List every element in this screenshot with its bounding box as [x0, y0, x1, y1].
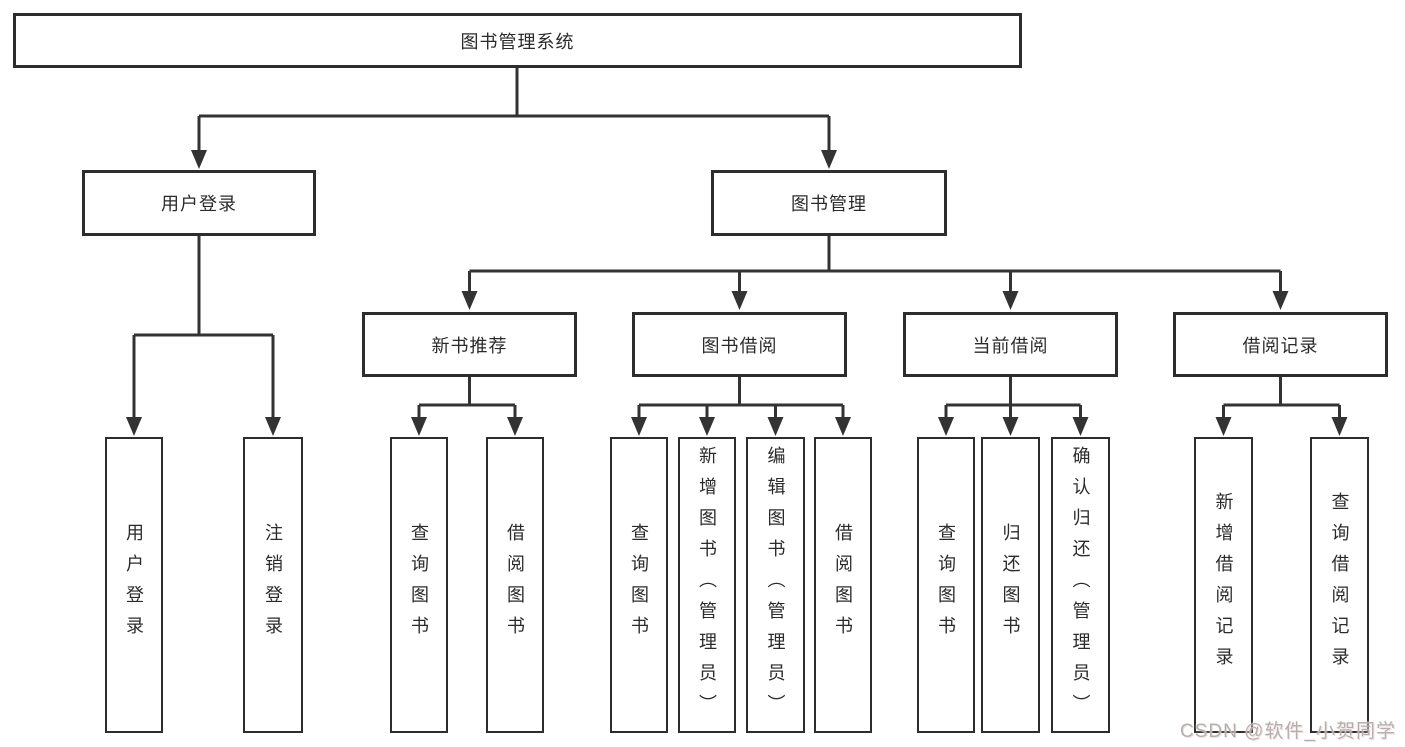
- leaf-add-borrow-record-label: 新增借阅记录: [1213, 492, 1234, 678]
- leaf-borrow-books-label: 借阅图书: [833, 523, 853, 647]
- node-book-management-label: 图书管理: [791, 194, 867, 214]
- leaf-query-books-recommend-label: 查询图书: [409, 523, 429, 647]
- leaf-borrow-books: 借阅图书: [814, 437, 872, 733]
- node-book-management: 图书管理: [711, 170, 947, 236]
- node-library-system-label: 图书管理系统: [460, 31, 575, 52]
- leaf-query-books-borrow: 查询图书: [610, 437, 668, 733]
- node-current-borrow: 当前借阅: [903, 312, 1118, 377]
- leaf-logout: 注销登录: [243, 437, 303, 733]
- leaf-add-books-admin: 新增图书（管理员）: [678, 437, 736, 733]
- node-current-borrow-label: 当前借阅: [972, 335, 1049, 356]
- leaf-borrow-books-recommend-label: 借阅图书: [505, 523, 525, 647]
- leaf-borrow-books-recommend: 借阅图书: [486, 437, 544, 733]
- leaf-user-login-label: 用户登录: [124, 523, 144, 647]
- leaf-add-borrow-record: 新增借阅记录: [1194, 437, 1253, 733]
- node-library-system: 图书管理系统: [13, 13, 1022, 68]
- leaf-query-books-borrow-label: 查询图书: [629, 523, 649, 647]
- leaf-confirm-return-admin: 确认归还（管理员）: [1051, 437, 1110, 733]
- leaf-user-login: 用户登录: [105, 437, 163, 733]
- node-book-borrow-label: 图书借阅: [701, 335, 778, 356]
- leaf-query-borrow-record-label: 查询借阅记录: [1329, 492, 1350, 678]
- leaf-edit-books-admin-label: 编辑图书（管理员）: [765, 445, 786, 725]
- node-new-book-recommend: 新书推荐: [362, 312, 577, 377]
- leaf-add-books-admin-label: 新增图书（管理员）: [697, 445, 717, 725]
- node-new-book-recommend-label: 新书推荐: [431, 335, 508, 356]
- node-user-login: 用户登录: [82, 170, 316, 236]
- leaf-query-books-recommend: 查询图书: [390, 437, 448, 733]
- leaf-return-books: 归还图书: [981, 437, 1040, 733]
- node-user-login-label: 用户登录: [161, 194, 237, 214]
- leaf-logout-label: 注销登录: [263, 523, 283, 647]
- leaf-query-books-current: 查询图书: [917, 437, 975, 733]
- leaf-query-borrow-record: 查询借阅记录: [1310, 437, 1369, 733]
- leaf-return-books-label: 归还图书: [1000, 523, 1021, 647]
- node-borrow-records: 借阅记录: [1173, 312, 1388, 377]
- node-borrow-records-label: 借阅记录: [1242, 335, 1319, 356]
- arrowhead-icons: [126, 150, 1348, 436]
- node-book-borrow: 图书借阅: [632, 312, 847, 377]
- leaf-confirm-return-admin-label: 确认归还（管理员）: [1070, 445, 1091, 725]
- leaf-query-books-current-label: 查询图书: [936, 523, 956, 647]
- watermark: CSDN @软件_小贺同学: [1180, 721, 1396, 742]
- leaf-edit-books-admin: 编辑图书（管理员）: [746, 437, 805, 733]
